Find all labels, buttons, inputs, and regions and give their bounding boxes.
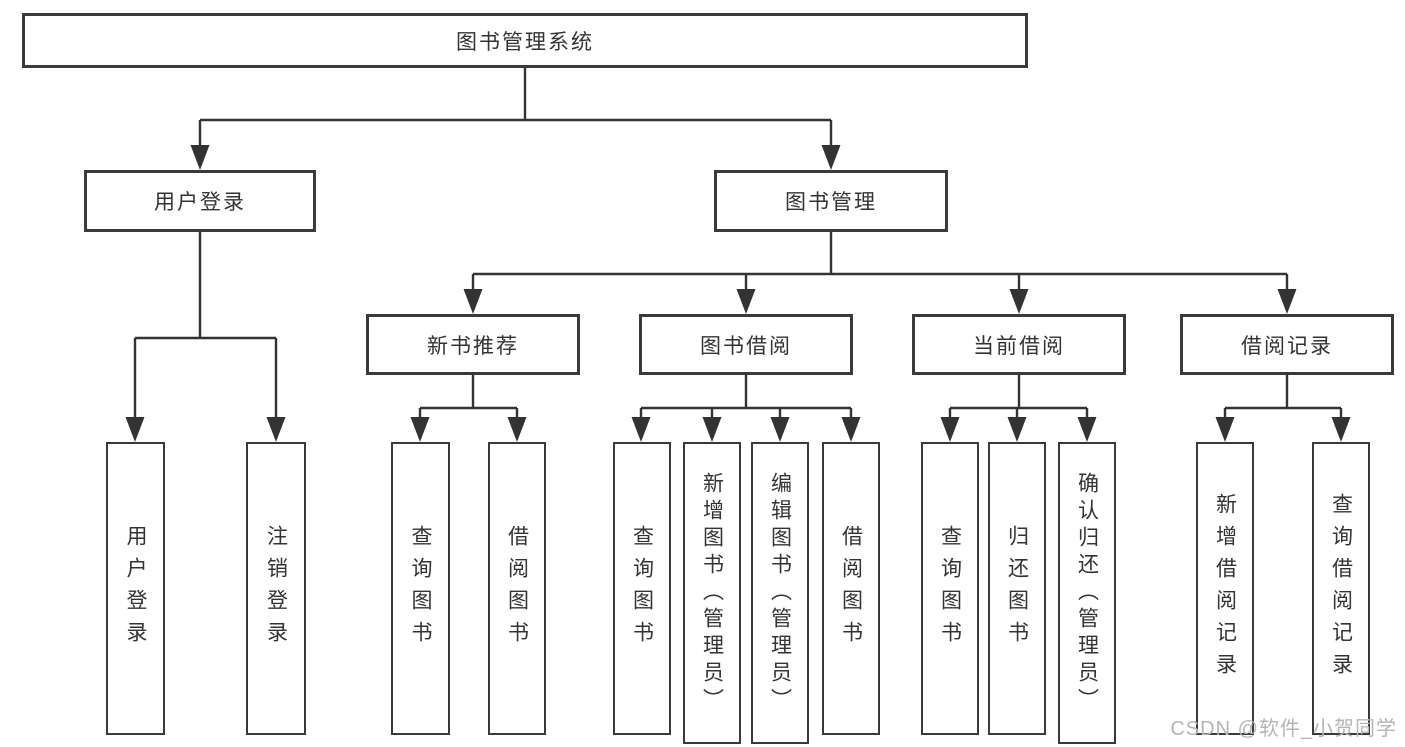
node-user-login: 用户登录 [84, 170, 316, 232]
leaf-recommend-query-book-label: 查询图书 [409, 524, 432, 653]
csdn-watermark: CSDN @软件_小贺同学 [1170, 718, 1397, 740]
leaf-add-book-admin: 新增图书（管理员） [683, 442, 741, 744]
node-current-borrow: 当前借阅 [912, 314, 1126, 375]
leaf-confirm-return-admin: 确认归还（管理员） [1058, 442, 1116, 744]
leaf-recommend-query-book: 查询图书 [391, 442, 450, 735]
leaf-user-login: 用户登录 [106, 442, 165, 735]
leaf-user-login-label: 用户登录 [124, 524, 147, 653]
leaf-borrow-borrow-book-label: 借阅图书 [839, 524, 863, 653]
node-book-management: 图书管理 [714, 170, 948, 232]
leaf-add-book-admin-label: 新增图书（管理员） [700, 471, 724, 715]
leaf-edit-book-admin-label: 编辑图书（管理员） [768, 471, 792, 715]
leaf-logout-label: 注销登录 [264, 524, 288, 653]
leaf-query-borrow-record: 查询借阅记录 [1312, 442, 1370, 735]
node-new-book-recommend: 新书推荐 [366, 314, 580, 375]
node-borrow-records: 借阅记录 [1180, 314, 1394, 375]
leaf-add-borrow-record: 新增借阅记录 [1196, 442, 1254, 735]
leaf-current-query-book-label: 查询图书 [938, 524, 962, 653]
leaf-edit-book-admin: 编辑图书（管理员） [751, 442, 809, 744]
leaf-logout: 注销登录 [246, 442, 306, 735]
leaf-borrow-query-book: 查询图书 [613, 442, 671, 735]
leaf-return-book: 归还图书 [988, 442, 1046, 735]
leaf-confirm-return-admin-label: 确认归还（管理员） [1075, 471, 1099, 715]
leaf-return-book-label: 归还图书 [1005, 524, 1029, 653]
leaf-current-query-book: 查询图书 [921, 442, 979, 735]
leaf-recommend-borrow-book: 借阅图书 [488, 442, 546, 735]
leaf-recommend-borrow-book-label: 借阅图书 [505, 524, 529, 653]
leaf-query-borrow-record-label: 查询借阅记录 [1329, 492, 1353, 685]
node-root: 图书管理系统 [22, 13, 1028, 68]
leaf-add-borrow-record-label: 新增借阅记录 [1213, 492, 1237, 685]
leaf-borrow-borrow-book: 借阅图书 [822, 442, 880, 735]
leaf-borrow-query-book-label: 查询图书 [630, 524, 654, 653]
node-book-borrow: 图书借阅 [639, 314, 853, 375]
